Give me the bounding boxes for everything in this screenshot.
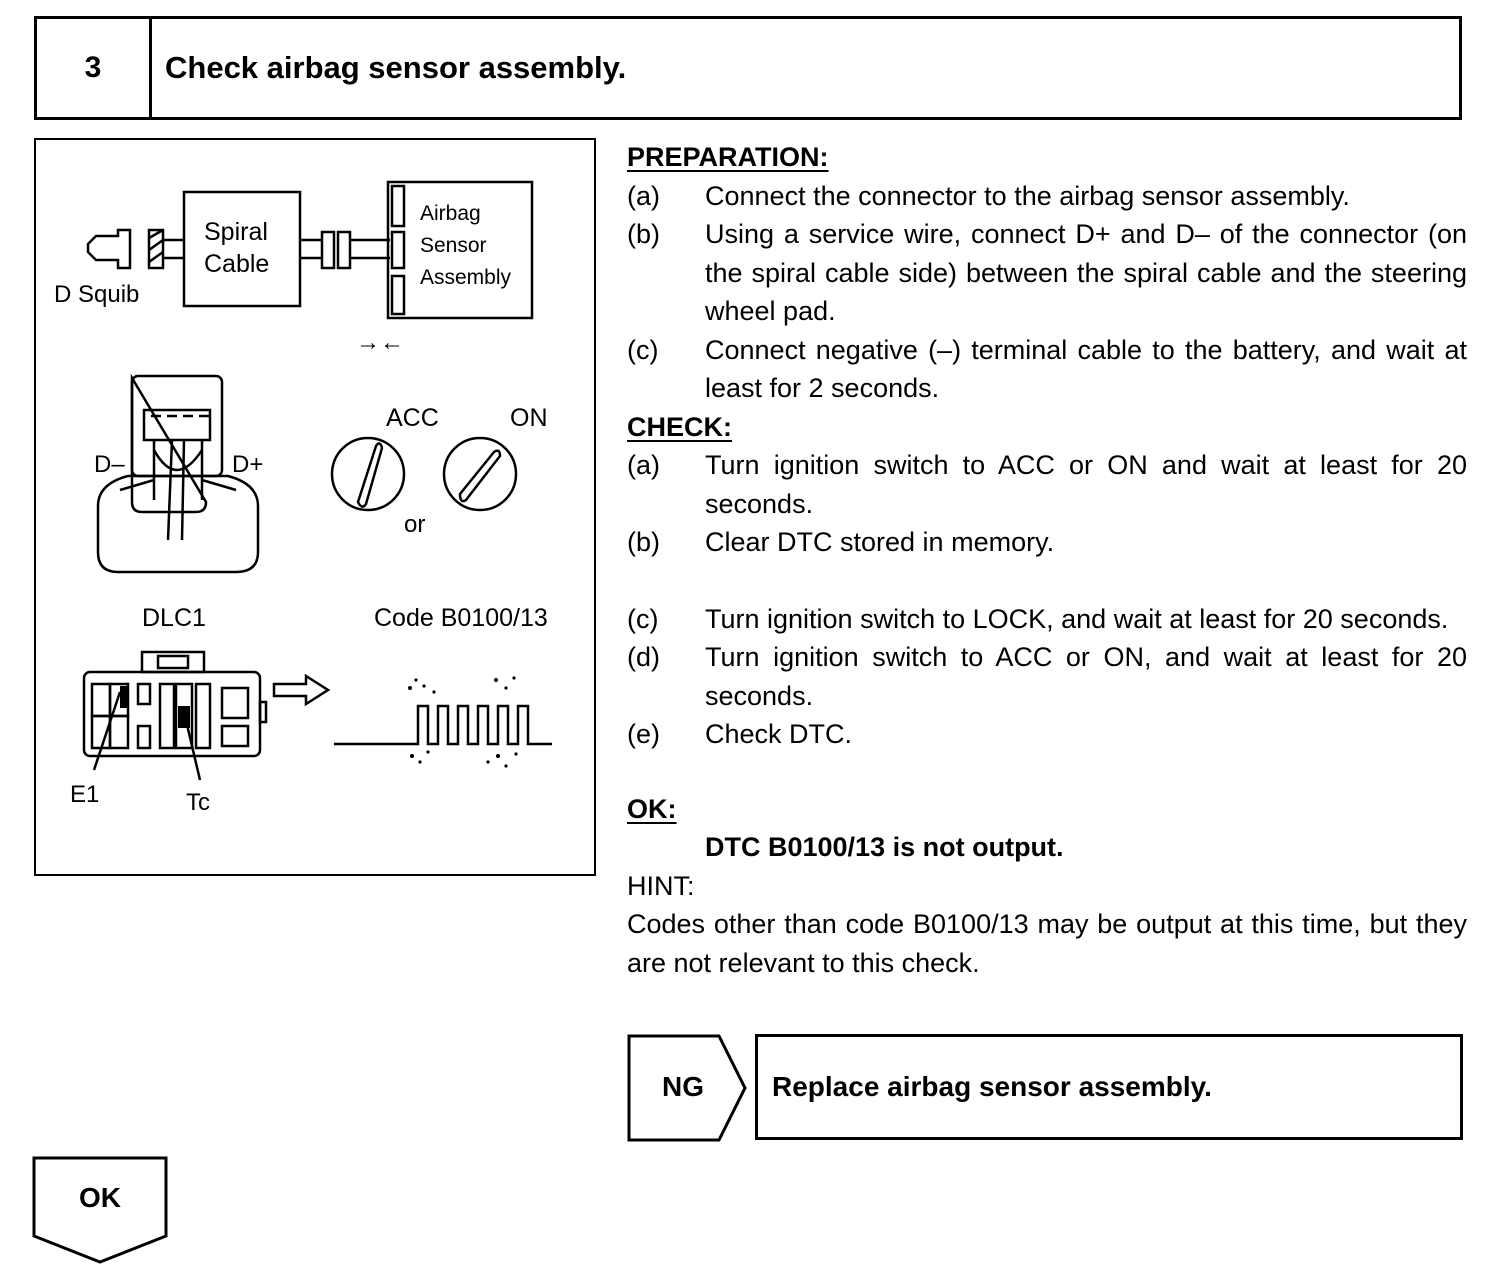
squib-connector-shape [86,228,132,270]
label-or: or [404,511,425,538]
step-title: Check airbag sensor assembly. [165,50,627,85]
label-assembly: Assembly [420,266,512,289]
ok-heading: OK: [627,793,677,824]
item-text: Turn ignition switch to LOCK, and wait a… [705,603,1449,634]
label-d-plus: D+ [232,451,263,478]
ng-label: NG [662,1071,704,1102]
list-item: (c) Connect negative (–) terminal cable … [627,331,1467,408]
label-cable: Cable [204,250,269,278]
connector-body [96,474,260,574]
hint-text: Codes other than code B0100/13 may be ou… [627,909,1467,978]
item-label: (b) [627,527,660,557]
list-item: (c) Turn ignition switch to LOCK, and wa… [627,600,1467,639]
waveform-speckle [408,676,518,768]
check-heading: CHECK: [627,411,732,442]
ok-arrow-shape [32,1156,168,1264]
list-item: (b) Using a service wire, connect D+ and… [627,215,1467,331]
label-dlc1: DLC1 [142,604,206,632]
ng-branch: NG Replace airbag sensor assembly. [627,1034,1467,1144]
hint-heading: HINT: [627,870,695,901]
item-label: (a) [627,180,660,211]
label-e1: E1 [70,781,99,808]
label-d-minus: D– [94,451,125,478]
step-header: 3 Check airbag sensor assembly. [34,16,1462,120]
spacer [627,754,1467,790]
item-text: Clear DTC stored in memory. [705,527,1055,557]
ng-action-box: Replace airbag sensor assembly. [755,1034,1463,1140]
hollow-arrow [272,673,331,707]
ok-label: OK [79,1182,121,1213]
list-item: (b) Clear DTC stored in memory. [627,523,1467,562]
list-item: (a) Turn ignition switch to ACC or ON an… [627,446,1467,523]
label-sensor: Sensor [420,234,487,257]
airbag-sensor-box [386,180,534,320]
item-text: Using a service wire, connect D+ and D– … [705,219,1467,326]
list-item: (e) Check DTC. [627,715,1467,754]
label-tc: Tc [186,789,210,816]
spacer [627,562,1467,600]
preparation-heading: PREPARATION: [627,142,829,172]
ignition-acc-switch [330,436,406,512]
label-arrows: →← [356,329,404,356]
label-on: ON [510,404,548,432]
item-text: Turn ignition switch to ACC or ON and wa… [705,450,1467,519]
ok-branch: OK [32,1156,172,1266]
item-label: (c) [627,334,659,365]
diagram-figure: D Squib Spiral Cable Airbag Sensor Assem… [34,138,596,876]
label-acc: ACC [386,404,439,432]
label-d-squib: D Squib [54,281,139,308]
spiral-cable-box [182,190,302,308]
ng-arrow-shape [627,1034,747,1142]
diagram-drawing: D Squib Spiral Cable Airbag Sensor Assem… [54,180,552,816]
item-text: Check DTC. [705,719,853,749]
item-label: (a) [627,450,660,480]
label-airbag: Airbag [420,202,481,225]
item-text: Connect the connector to the airbag sens… [705,180,1350,211]
item-label: (d) [627,642,660,672]
item-text: Turn ignition switch to ACC or ON, and w… [705,642,1467,711]
steering-connector-shape [130,374,224,478]
ok-result: DTC B0100/13 is not output. [705,832,1064,862]
item-label: (e) [627,719,660,749]
item-label: (c) [627,603,659,634]
procedure-text: PREPARATION: (a) Connect the connector t… [627,138,1467,982]
dtc-waveform [334,704,552,746]
label-code: Code B0100/13 [374,604,548,632]
list-item: (d) Turn ignition switch to ACC or ON, a… [627,638,1467,715]
item-label: (b) [627,219,660,249]
ignition-on-switch [442,436,518,512]
label-spiral: Spiral [204,218,268,246]
list-item: (a) Connect the connector to the airbag … [627,177,1467,216]
item-text: Connect negative (–) terminal cable to t… [705,334,1467,404]
step-number: 3 [37,19,152,117]
